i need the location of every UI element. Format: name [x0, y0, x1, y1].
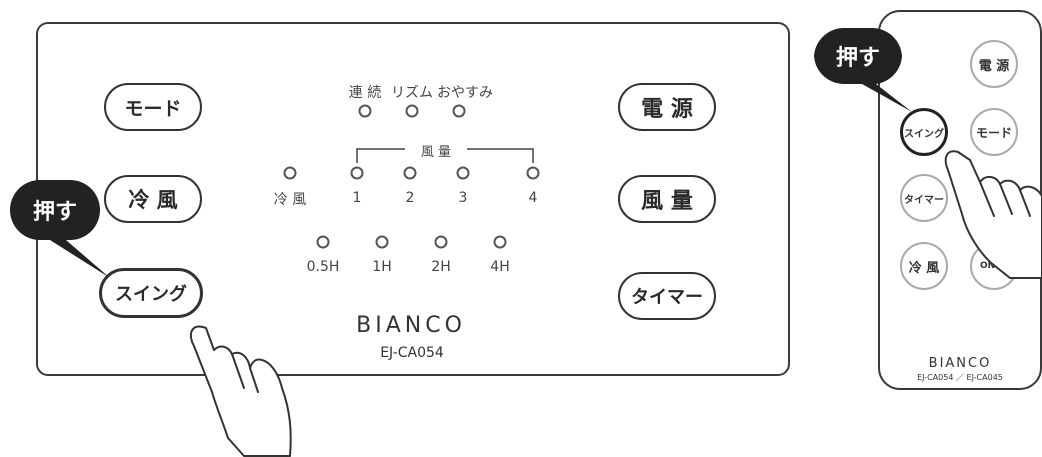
cool-led: [283, 166, 297, 180]
airflow-led-1: [350, 166, 364, 180]
pointing-hand-icon: [189, 325, 292, 457]
remote-timer-on-label: ON: [980, 261, 996, 271]
airflow-level-1: 1: [352, 190, 362, 206]
airflow-led-2: [403, 166, 417, 180]
remote-power-button[interactable]: 電 源: [970, 40, 1018, 88]
brand-logo: BIANCO: [356, 313, 466, 338]
mode-led-label-sleep: おやすみ: [437, 85, 493, 101]
mode-led-continuous: [358, 104, 372, 118]
airflow-level-4: 4: [528, 190, 538, 206]
mode-led-rhythm: [405, 104, 419, 118]
timer-led-2h: [434, 235, 448, 249]
remote-mode-button[interactable]: モード: [970, 108, 1018, 156]
panel-press-callout: [10, 180, 110, 278]
remote-press-callout: [814, 27, 912, 113]
remote-brand-logo: BIANCO: [928, 356, 992, 371]
remote-swing-button[interactable]: スイング: [900, 108, 948, 156]
timer-level-2h: 2H: [431, 259, 451, 275]
remote-model-numbers: EJ-CA054 ／ EJ-CA045: [917, 373, 1003, 382]
mode-button[interactable]: モード: [104, 83, 202, 131]
timer-led-4h: [493, 235, 507, 249]
mode-led-label-continuous: 連 続: [348, 85, 382, 101]
panel-press-label: 押す: [32, 200, 78, 225]
timer-led-1h: [375, 235, 389, 249]
timer-level-05h: 0.5H: [306, 259, 340, 275]
airflow-led-4: [526, 166, 540, 180]
timer-led-05h: [316, 235, 330, 249]
power-button[interactable]: 電 源: [618, 83, 716, 131]
mode-led-sleep: [452, 104, 466, 118]
cool-button[interactable]: 冷 風: [104, 175, 202, 223]
mode-led-label-rhythm: リズム: [391, 85, 433, 101]
airflow-bracket-label: 風 量: [414, 141, 458, 160]
remote-timer-button[interactable]: タイマー: [900, 174, 948, 222]
airflow-level-3: 3: [458, 190, 468, 206]
airflow-button[interactable]: 風 量: [618, 175, 716, 223]
airflow-level-2: 2: [405, 190, 415, 206]
timer-button[interactable]: タイマー: [618, 272, 716, 320]
remote-cool-button[interactable]: 冷 風: [900, 242, 948, 290]
remote-press-label: 押す: [835, 46, 881, 71]
model-number: EJ-CA054: [380, 345, 444, 361]
cool-led-label: 冷 風: [273, 192, 307, 208]
remote-pointing-hand-icon: [944, 150, 1042, 279]
airflow-bracket: [356, 148, 534, 163]
airflow-led-3: [456, 166, 470, 180]
swing-button[interactable]: スイング: [99, 268, 203, 318]
timer-level-1h: 1H: [372, 259, 392, 275]
timer-level-4h: 4H: [490, 259, 510, 275]
